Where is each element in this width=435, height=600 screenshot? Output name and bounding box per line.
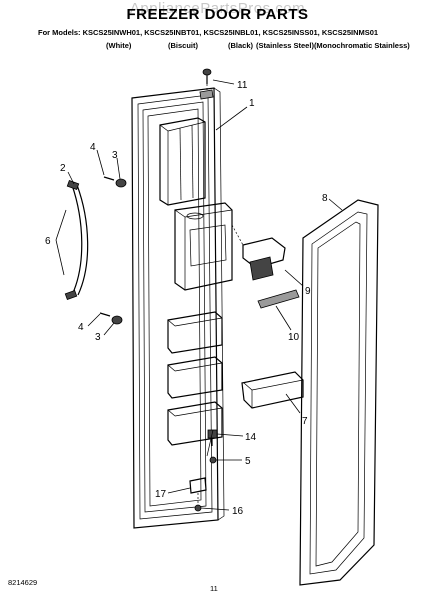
callout-7: 7 [302, 416, 308, 427]
watermark-text: AppliancePartsPros.com [129, 0, 306, 17]
top-screw [202, 68, 212, 84]
door-handle [64, 179, 89, 301]
callout-3-lower: 3 [95, 332, 101, 343]
assembly-lines [197, 84, 244, 505]
callout-9: 9 [305, 286, 311, 297]
handle-screw-lower [99, 312, 123, 325]
callout-3-upper: 3 [112, 150, 118, 161]
callout-6: 6 [45, 236, 51, 247]
callout-1: 1 [249, 98, 255, 109]
callout-4-upper: 4 [90, 142, 96, 153]
trim-strip [257, 289, 300, 309]
bracket [242, 237, 286, 281]
variant-white: (White) [106, 41, 132, 50]
callout-8: 8 [322, 193, 328, 204]
variant-biscuit: (Biscuit) [168, 41, 198, 50]
freezer-door-panel [131, 87, 233, 529]
document-number: 8214629 [8, 578, 38, 587]
callout-17: 17 [155, 489, 167, 500]
callout-14: 14 [245, 432, 257, 443]
callout-10: 10 [288, 332, 300, 343]
callout-5: 5 [245, 456, 251, 467]
callout-4-lower: 4 [78, 322, 84, 333]
page-number: 11 [210, 584, 218, 593]
door-bin [241, 371, 304, 409]
variant-stainless: (Stainless Steel)(Monochromatic Stainles… [256, 41, 410, 50]
hinge-assembly [189, 429, 218, 512]
leader-lines [55, 79, 343, 511]
callout-11: 11 [237, 80, 248, 91]
callout-2: 2 [60, 163, 66, 174]
page-title: FREEZER DOOR PARTS [126, 6, 309, 23]
variant-black: (Black) [228, 41, 254, 50]
callout-16: 16 [232, 506, 244, 517]
handle-screw-upper [103, 176, 127, 188]
door-gasket [299, 199, 379, 586]
callout-labels: 11 1 2 4 3 6 8 9 4 3 10 7 14 5 17 16 [45, 80, 328, 517]
model-list: For Models: KSCS25INWH01, KSCS25INBT01, … [38, 28, 379, 37]
